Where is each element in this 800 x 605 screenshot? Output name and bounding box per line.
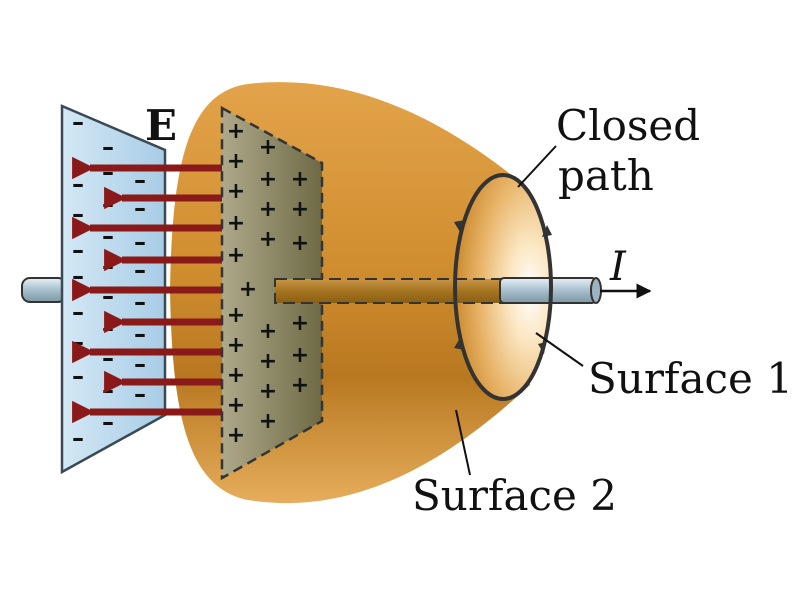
positive-charge: + [227,243,245,268]
negative-charge: – [72,328,84,356]
electric-field-arrows [72,156,222,424]
positive-charge: + [259,227,277,252]
positive-charge: + [259,319,277,344]
closed-path-label-line2: path [558,151,654,200]
hidden-wire [274,278,508,304]
negative-charge: – [134,320,146,348]
path-direction-arrow-right-lower [538,342,546,354]
right-wire-end [590,277,602,304]
positive-charge: + [227,303,245,328]
closed-path-leader [517,145,557,188]
surface-1-leader [535,332,584,367]
positive-charge: + [291,343,309,368]
left-wire [21,277,67,303]
positive-charge: + [259,409,277,434]
positive-charge: + [259,135,277,160]
positive-charge: + [259,379,277,404]
positive-charge: + [259,197,277,222]
negative-charge: – [102,133,114,161]
current-label: I [609,244,627,290]
negative-charge: – [102,158,114,186]
positive-charge: + [291,311,309,336]
negative-charge: – [72,392,84,420]
positive-charge: + [227,211,245,236]
positive-charge: + [227,179,245,204]
positive-charge: + [227,393,245,418]
closed-path [453,173,553,401]
negative-charge: – [102,314,114,342]
closed-path-label-line1: Closed [556,101,700,150]
negative-charge: – [72,170,84,198]
negative-charge: – [72,236,84,264]
positive-charge: + [239,277,257,302]
negative-charge: – [72,362,84,390]
positive-charge: + [227,119,245,144]
negative-charge: – [102,376,114,404]
path-direction-arrow-left [454,220,465,232]
negative-charge: – [134,166,146,194]
negative-charge: – [134,350,146,378]
positive-plate [220,105,324,481]
negative-charge: – [102,282,114,310]
positive-charge: + [291,231,309,256]
negative-charge: – [134,380,146,408]
positive-charge: + [227,149,245,174]
surface-1-label: Surface 1 [588,354,793,403]
surface-2-leader [455,409,471,476]
negative-charge: – [72,200,84,228]
positive-charge: + [227,363,245,388]
positive-charge: + [291,167,309,192]
negative-charge: – [102,344,114,372]
right-wire [499,277,597,304]
negative-charge: – [72,262,84,290]
negative-charge: – [72,108,84,136]
negative-charge: – [102,252,114,280]
positive-charge: + [259,167,277,192]
positive-charge: + [291,373,309,398]
negative-charge: – [72,424,84,452]
positive-charge: + [227,423,245,448]
path-direction-arrow-right [542,225,552,237]
positive-charge: + [227,333,245,358]
positive-charges: +++++++++++++++++++++++++ [227,119,309,448]
surface-2-label: Surface 2 [412,471,617,520]
positive-charge: + [291,197,309,222]
negative-charge: – [134,228,146,256]
negative-charge: – [134,288,146,316]
path-direction-arrow-left-lower [454,338,465,350]
positive-charge: + [259,349,277,374]
negative-charge: – [72,298,84,326]
field-label: E [145,101,177,150]
negative-charge: – [102,190,114,218]
